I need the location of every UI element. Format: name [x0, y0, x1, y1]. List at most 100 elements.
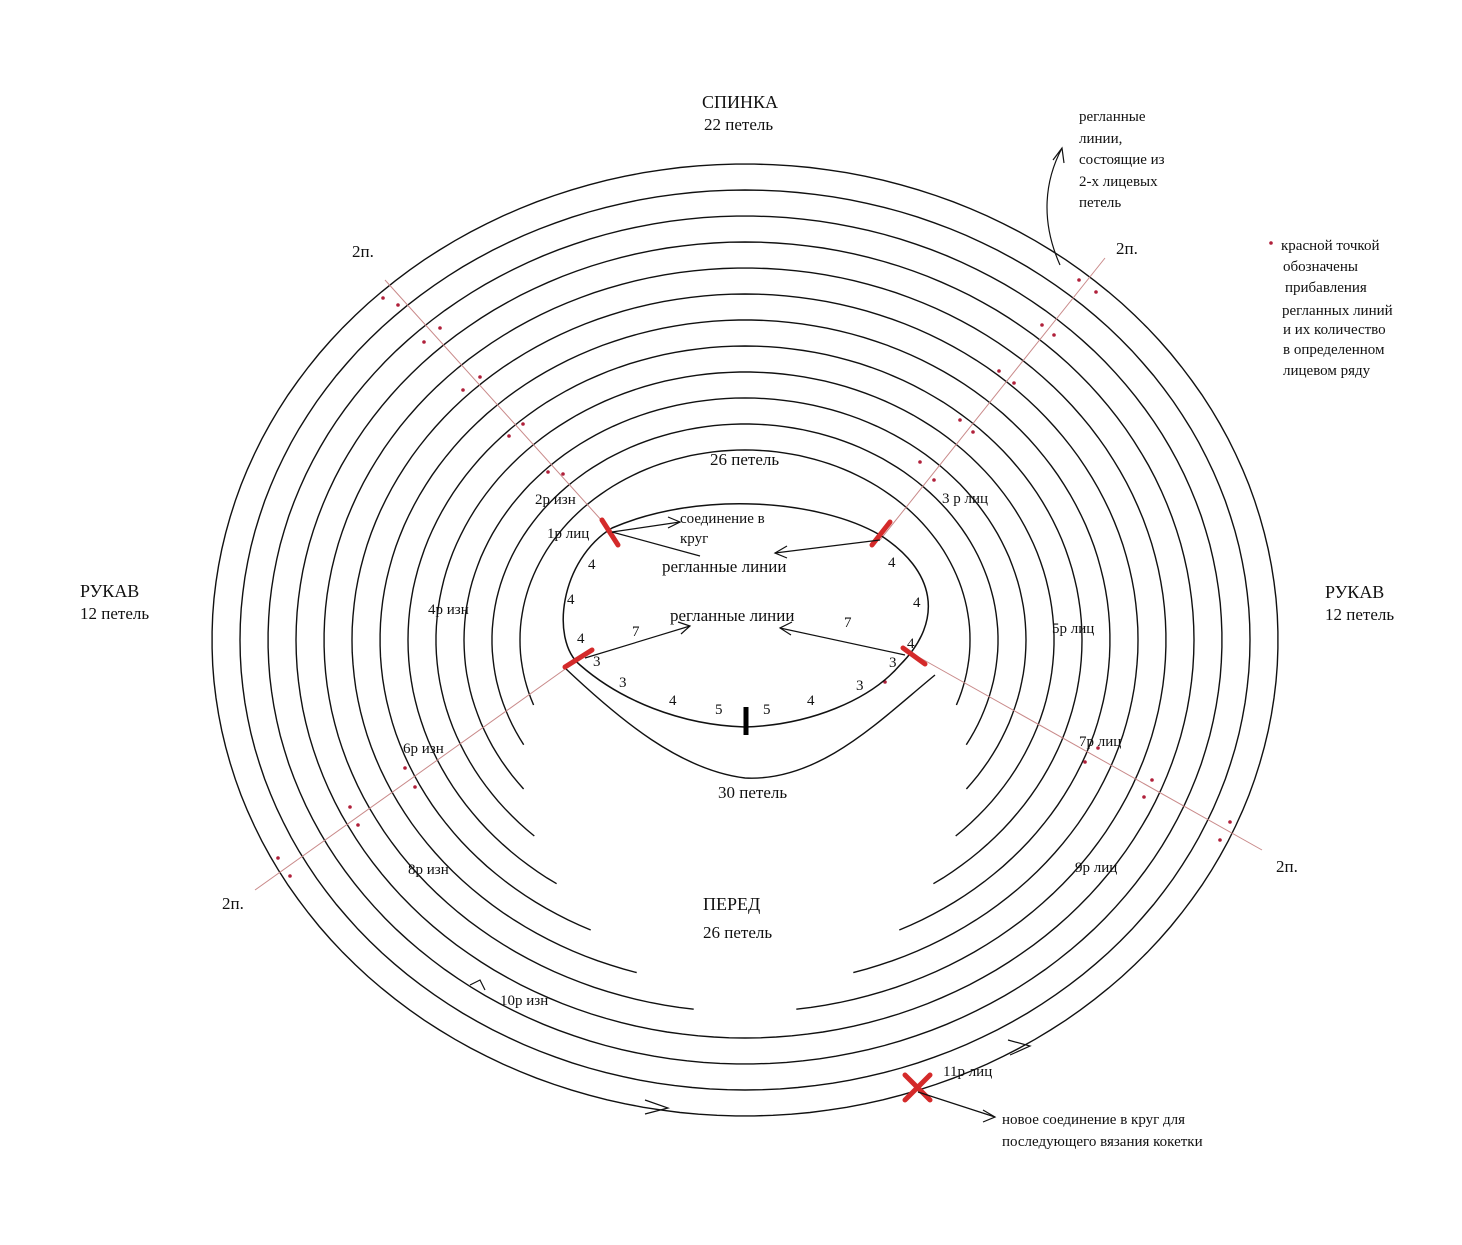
stitch-count-label: 4 [577, 631, 585, 647]
stitch-count-label: 3 [593, 654, 601, 670]
increase-dot [438, 326, 442, 330]
stitch-count-label: 4 [913, 595, 921, 611]
sleeve-right-title: РУКАВ [1325, 582, 1384, 602]
note-line: новое соединение в круг для [1002, 1112, 1185, 1128]
stitch-count-label: 4 [807, 693, 815, 709]
increase-dot [288, 874, 292, 878]
row-arc [295, 241, 1195, 1039]
note-line: состоящие из [1079, 152, 1165, 168]
increase-dots [276, 278, 1232, 878]
raglan-label-top: регланные линии [662, 557, 786, 576]
increase-dot [521, 422, 525, 426]
increase-dot [958, 418, 962, 422]
row-arc [519, 449, 971, 706]
legend-line: прибавления [1285, 280, 1367, 296]
row-label: 4р изн [428, 602, 469, 618]
stitch-count-label: 7 [844, 615, 852, 631]
increase-dot [348, 805, 352, 809]
sleeve-left-title: РУКАВ [80, 581, 139, 601]
stitch-counts: 4 4 4 3 3 4 5 5 4 3 3 4 4 4 7 7 [567, 555, 921, 718]
row-label: 7р лиц [1079, 734, 1121, 750]
direction-arrows [469, 146, 1065, 1123]
neck-oval [562, 503, 930, 728]
row-arc [435, 371, 1055, 837]
increase-dot [461, 388, 465, 392]
back-count: 22 петель [704, 115, 773, 134]
raglan-mark-bottom-left: 2п. [222, 894, 244, 913]
raglan-line [879, 257, 1106, 541]
raglan-line [254, 661, 576, 891]
new-join-note: новое соединение в круг для последующего… [1002, 1112, 1203, 1150]
row-label: 5р лиц [1052, 621, 1094, 637]
legend-line: лицевом ряду [1283, 363, 1371, 379]
increase-dot [381, 296, 385, 300]
increase-dot [356, 823, 360, 827]
legend-line: в определенном [1283, 342, 1385, 358]
row-arc [211, 163, 1279, 1117]
increase-dot [1150, 778, 1154, 782]
legend-line: обозначены [1283, 259, 1358, 275]
sleeve-left-count: 12 петель [80, 604, 149, 623]
note-line: петель [1079, 195, 1121, 211]
row-spiral [211, 163, 1279, 1117]
note-line: 2-х лицевых [1079, 174, 1158, 190]
raglan-label-bottom: регланные линии [670, 606, 794, 625]
stitch-count-label: 3 [856, 678, 864, 694]
raglan-line [914, 654, 1263, 851]
increase-dot [1040, 323, 1044, 327]
legend-line: регланных линий [1282, 303, 1393, 319]
increase-dot [1096, 746, 1100, 750]
increase-dot [561, 472, 565, 476]
row-label: 11р лиц [943, 1064, 992, 1080]
row-arc [491, 423, 999, 746]
inner-top-count: 26 петель [710, 450, 779, 469]
sleeve-right-count: 12 петель [1325, 605, 1394, 624]
raglan-mark-bottom-right: 2п. [1276, 857, 1298, 876]
stitch-count-label: 5 [715, 702, 723, 718]
stitch-count-label: 4 [588, 557, 596, 573]
increase-dot [1083, 760, 1087, 764]
row-arc [407, 345, 1083, 885]
legend-dot [1269, 241, 1273, 245]
join-label-1: соединение в [680, 511, 765, 527]
row-arc [267, 215, 1223, 1065]
increase-dot [403, 766, 407, 770]
legend-line: красной точкой [1281, 238, 1379, 254]
increase-dot [396, 303, 400, 307]
raglan-note: регланные линии, состоящие из 2-х лицевы… [1079, 109, 1165, 211]
increase-dot [507, 434, 511, 438]
stitch-count-label: 5 [763, 702, 771, 718]
row-label: 8р изн [408, 862, 449, 878]
front-neck-curve [564, 667, 936, 779]
front-title: ПЕРЕД [703, 894, 760, 914]
increase-dot [1142, 795, 1146, 799]
row-arc [351, 293, 1139, 974]
note-line: регланные [1079, 109, 1146, 125]
raglan-mark-top-right: 2п. [1116, 239, 1138, 258]
increase-dot [918, 460, 922, 464]
increase-dot [971, 430, 975, 434]
increase-dot [478, 375, 482, 379]
back-title: СПИНКА [702, 92, 778, 112]
raglan-line [384, 279, 613, 533]
note-line: линии, [1079, 131, 1122, 147]
row-arc [323, 267, 1167, 1010]
increase-dot [932, 478, 936, 482]
increase-dot [422, 340, 426, 344]
increase-dot [997, 369, 1001, 373]
row-arc [239, 189, 1251, 1091]
increase-dot [276, 856, 280, 860]
legend-line: и их количество [1283, 322, 1386, 338]
note-line: последующего вязания кокетки [1002, 1134, 1203, 1150]
stitch-count-label: 4 [907, 636, 915, 652]
row-labels: 1р лиц 2р изн 3 р лиц 4р изн 5р лиц 6р и… [403, 491, 1121, 1080]
stitch-count-label: 7 [632, 624, 640, 640]
row-arc [379, 319, 1111, 931]
legend-note: красной точкой обозначены прибавления ре… [1281, 238, 1393, 379]
stitch-count-label: 4 [669, 693, 677, 709]
increase-dot [546, 470, 550, 474]
row-label: 1р лиц [547, 526, 589, 542]
increase-dot [1094, 290, 1098, 294]
